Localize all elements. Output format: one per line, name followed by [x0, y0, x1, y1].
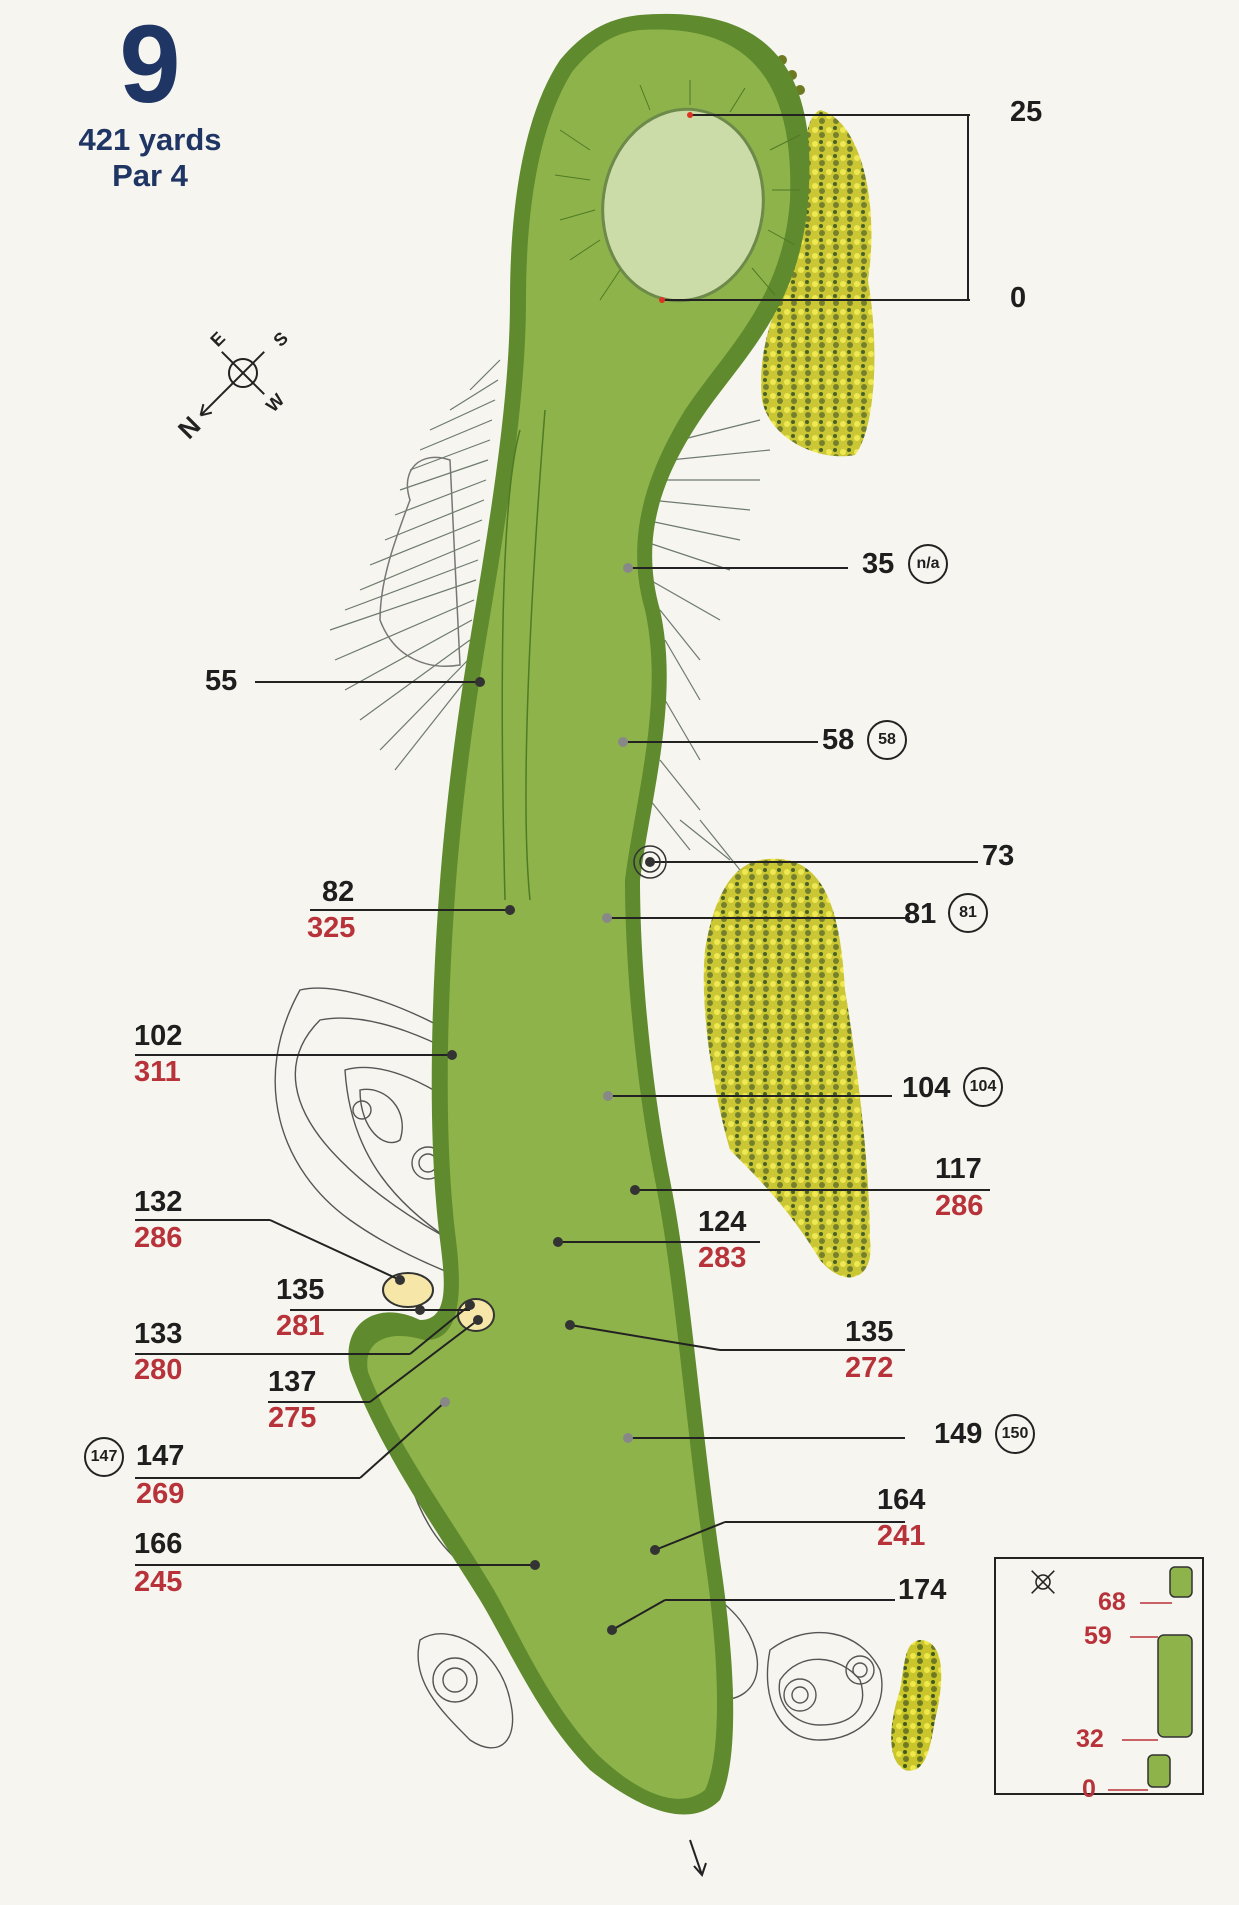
marker-133-front: 133	[134, 1318, 183, 1350]
marker-81-front: 81	[904, 898, 937, 930]
marker-149-front: 149	[934, 1418, 983, 1450]
hole-number: 9	[119, 3, 181, 126]
marker-135b-front: 135	[845, 1316, 894, 1348]
leader-lines	[135, 567, 990, 1631]
marker-dots	[395, 563, 667, 1635]
marker-58-badge: 58	[867, 720, 907, 760]
green-front-label: 0	[1010, 282, 1027, 314]
marker-124-tee: 283	[698, 1242, 747, 1274]
compass-e: E	[206, 328, 229, 351]
inset-green-back	[1169, 1566, 1193, 1598]
bunker-1	[382, 1272, 434, 1308]
marker-104-badge: 104	[963, 1067, 1003, 1107]
marker-82-tee: 325	[307, 912, 356, 944]
marker-166-front: 166	[134, 1528, 183, 1560]
inset-green-front	[1147, 1754, 1171, 1788]
marker-82-front: 82	[322, 876, 355, 908]
marker-137-tee: 275	[268, 1402, 317, 1434]
green-depth-lines	[659, 112, 970, 303]
tee-arrow-icon	[689, 1839, 707, 1877]
inset-label-32: 32	[1076, 1725, 1104, 1753]
marker-73-front: 73	[982, 840, 1015, 872]
inset-compass-icon	[1031, 1570, 1055, 1594]
marker-166-tee: 245	[134, 1566, 183, 1598]
marker-147-front: 147	[136, 1440, 185, 1472]
inset-leaders	[1108, 1602, 1172, 1791]
tree-area-tee	[891, 1640, 942, 1771]
bunker-2	[457, 1298, 495, 1332]
marker-135b-tee: 272	[845, 1352, 894, 1384]
marker-164-front: 164	[877, 1484, 926, 1516]
hole-yards: 421 yards	[78, 122, 222, 157]
marker-135a-tee: 281	[276, 1310, 325, 1342]
marker-164-tee: 241	[877, 1520, 926, 1552]
marker-174-front: 174	[898, 1574, 947, 1606]
marker-102-front: 102	[134, 1020, 183, 1052]
marker-147-tee: 269	[136, 1478, 185, 1510]
marker-117-front: 117	[935, 1153, 982, 1185]
marker-81-badge: 81	[948, 893, 988, 933]
mound-left	[379, 456, 461, 667]
inset-label-0: 0	[1082, 1775, 1096, 1803]
marker-117-tee: 286	[935, 1190, 984, 1222]
inset-green-main	[1157, 1634, 1193, 1738]
marker-124-front: 124	[698, 1206, 747, 1238]
hole-par: Par 4	[112, 158, 188, 193]
marker-55-front: 55	[205, 665, 238, 697]
fairway	[367, 29, 791, 1799]
inset-label-59: 59	[1084, 1622, 1112, 1650]
slope-hatching-right	[639, 419, 771, 871]
compass-rose-icon	[199, 351, 265, 417]
marker-147-badge: 147	[84, 1437, 124, 1477]
inset-label-68: 68	[1098, 1588, 1126, 1616]
marker-149-badge: 150	[995, 1414, 1035, 1454]
fairway-edge-lines	[501, 409, 546, 901]
marker-102-tee: 311	[134, 1056, 181, 1088]
tree-area-green	[761, 110, 875, 457]
marker-35-front: 35	[862, 548, 895, 580]
slope-hatching-left	[329, 359, 501, 771]
green-back-label: 25	[1010, 96, 1043, 128]
tree-area-mid	[703, 858, 871, 1278]
green-fringe-hatching	[554, 80, 801, 301]
marker-58-front: 58	[822, 724, 855, 756]
marker-137-front: 137	[268, 1366, 317, 1398]
marker-132-front: 132	[134, 1186, 183, 1218]
marker-35-badge: n/a	[908, 544, 948, 584]
compass-w: W	[262, 390, 288, 416]
compass-s: S	[269, 328, 292, 351]
marker-132-tee: 286	[134, 1222, 183, 1254]
marker-135a-front: 135	[276, 1274, 325, 1306]
marker-133-tee: 280	[134, 1354, 183, 1386]
marker-104-front: 104	[902, 1072, 951, 1104]
